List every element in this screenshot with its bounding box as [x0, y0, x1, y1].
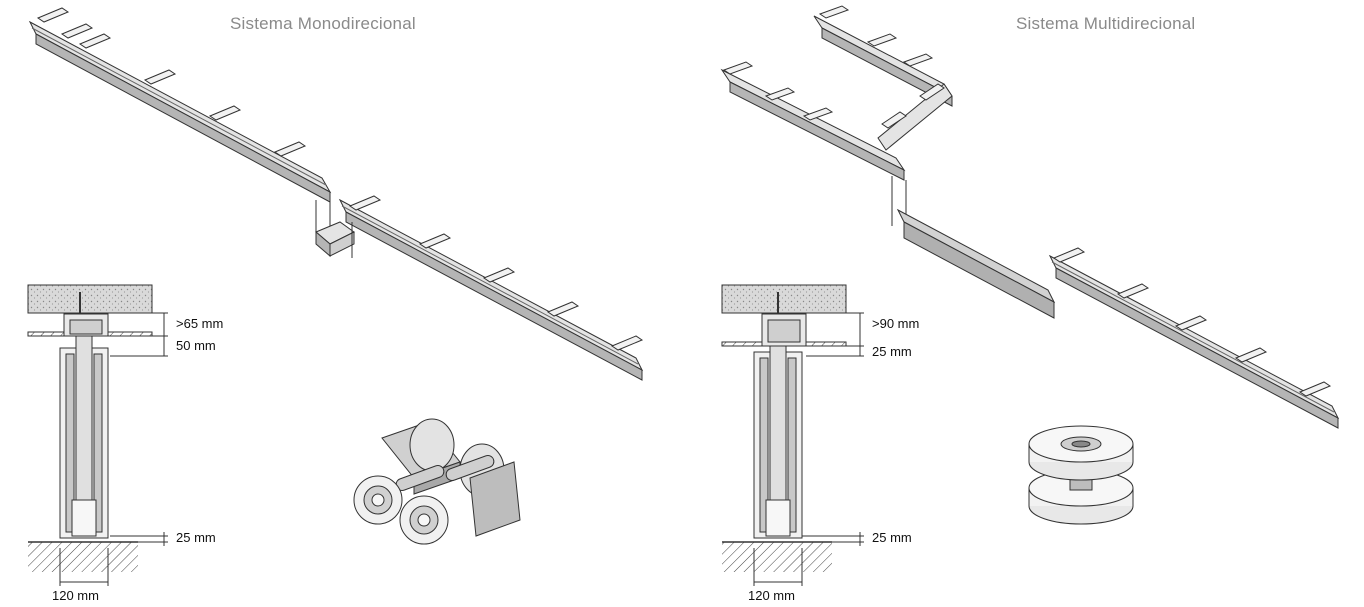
dim-mid-label: 50 mm	[176, 338, 216, 353]
rail-branch-top	[813, 5, 953, 151]
multi-system-drawing	[720, 5, 1340, 586]
dim-bottom-label: 25 mm	[176, 530, 216, 545]
dim-top-label: >65 mm	[176, 316, 224, 331]
dim-top-label: >90 mm	[872, 316, 920, 331]
cross-section-view	[721, 284, 864, 586]
rail-segment-right	[338, 195, 644, 381]
rail-segment-right	[1048, 247, 1340, 429]
rail-segment-left	[28, 7, 332, 203]
double-wheel-carriage-icon	[353, 418, 521, 545]
panel-title: Sistema Multidirecional	[1016, 14, 1196, 33]
dim-width-label: 120 mm	[748, 588, 795, 603]
rail-connector	[315, 200, 355, 258]
cross-section-view	[27, 284, 168, 586]
mono-system-panel: Sistema Monodirecional	[27, 7, 644, 603]
dim-mid-label: 25 mm	[872, 344, 912, 359]
panel-title: Sistema Monodirecional	[230, 14, 416, 33]
dim-width-label: 120 mm	[52, 588, 99, 603]
dim-bottom-label: 25 mm	[872, 530, 912, 545]
mono-system-drawing	[27, 7, 644, 586]
stacked-roller-icon	[1028, 425, 1134, 525]
multi-system-panel: Sistema Multidirecional	[682, 0, 1364, 607]
rail-branch-left	[720, 61, 907, 226]
rail-segment-middle	[896, 208, 1056, 319]
